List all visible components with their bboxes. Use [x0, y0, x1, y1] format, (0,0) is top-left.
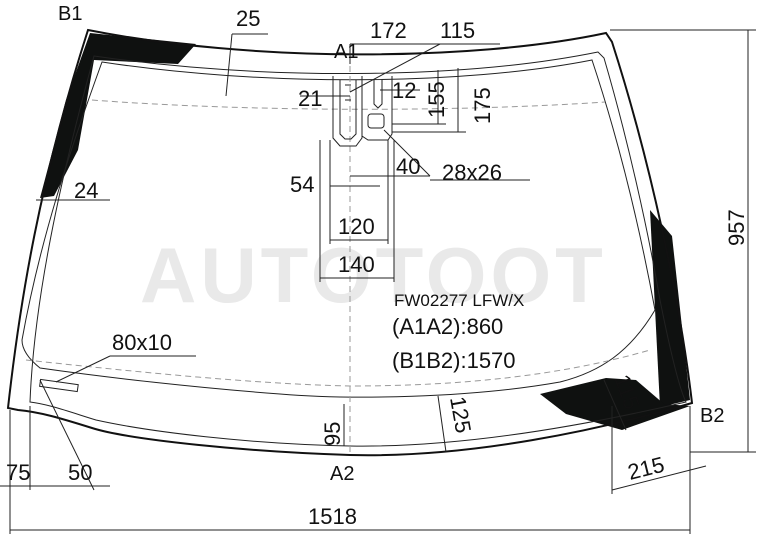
mirror-bracket-left-inner — [339, 80, 357, 140]
ceramic-band-right — [650, 210, 690, 407]
marker-strip — [39, 378, 79, 393]
point-a2-label: A2 — [330, 463, 354, 485]
dim-175-label: 175 — [470, 87, 495, 124]
point-b2-label: B2 — [700, 405, 724, 427]
dim-54-label: 54 — [290, 172, 314, 197]
point-a1-label: A1 — [334, 41, 358, 63]
dim-leader-115 — [349, 43, 441, 93]
dim-95-label: 95 — [320, 422, 345, 446]
mirror-bracket-left — [332, 76, 363, 147]
view-area-edge — [21, 59, 656, 398]
dim-28x26-label: 28x26 — [442, 160, 502, 185]
dim-21-label: 21 — [298, 86, 322, 111]
dim-leader-80x10 — [55, 355, 111, 383]
dim-115-top-label: 115 — [440, 18, 475, 43]
part-b1b2: (B1B2):1570 — [392, 348, 516, 373]
dim-24-label: 24 — [74, 178, 98, 203]
dim-140-label: 140 — [338, 252, 375, 277]
dim-line-25-drop — [225, 33, 233, 97]
ceramic-band-top-left — [40, 33, 196, 198]
dim-80x10-label: 80x10 — [112, 330, 172, 355]
dim-12-label: 12 — [392, 78, 416, 103]
rain-sensor-pad — [367, 113, 385, 129]
bracket-ticks — [345, 84, 351, 101]
dim-ext-50-right — [39, 379, 95, 491]
glass-outer-edge — [6, 28, 694, 457]
dim-1518-label: 1518 — [308, 504, 357, 529]
point-b1-label: B1 — [58, 3, 82, 25]
dim-75-label: 75 — [6, 460, 30, 485]
dim-line-215 — [611, 465, 707, 491]
dim-line-115-right — [603, 379, 627, 431]
dim-120-label: 120 — [338, 214, 375, 239]
sensor-bracket — [361, 76, 393, 141]
dim-172-label: 172 — [370, 18, 407, 43]
dim-40-label: 40 — [396, 154, 420, 179]
dim-125-label: 125 — [445, 395, 476, 436]
dim-line-125 — [437, 395, 447, 453]
dim-25-label: 25 — [236, 6, 260, 31]
dashed-line-bottom — [25, 349, 651, 387]
dim-957-label: 957 — [724, 209, 749, 246]
dim-215-label: 215 — [625, 452, 667, 485]
part-a1a2: (A1A2):860 — [392, 314, 503, 339]
sensor-slot — [373, 80, 383, 109]
dim-50-label: 50 — [68, 460, 92, 485]
dim-155-label: 155 — [424, 81, 449, 118]
dim-leader-28x26 — [383, 129, 431, 177]
dashed-line-top — [91, 99, 606, 110]
part-code: FW02277 LFW/X — [394, 291, 524, 310]
print-boundary — [29, 51, 687, 447]
watermark-text: AUTOTOOT — [140, 231, 607, 319]
